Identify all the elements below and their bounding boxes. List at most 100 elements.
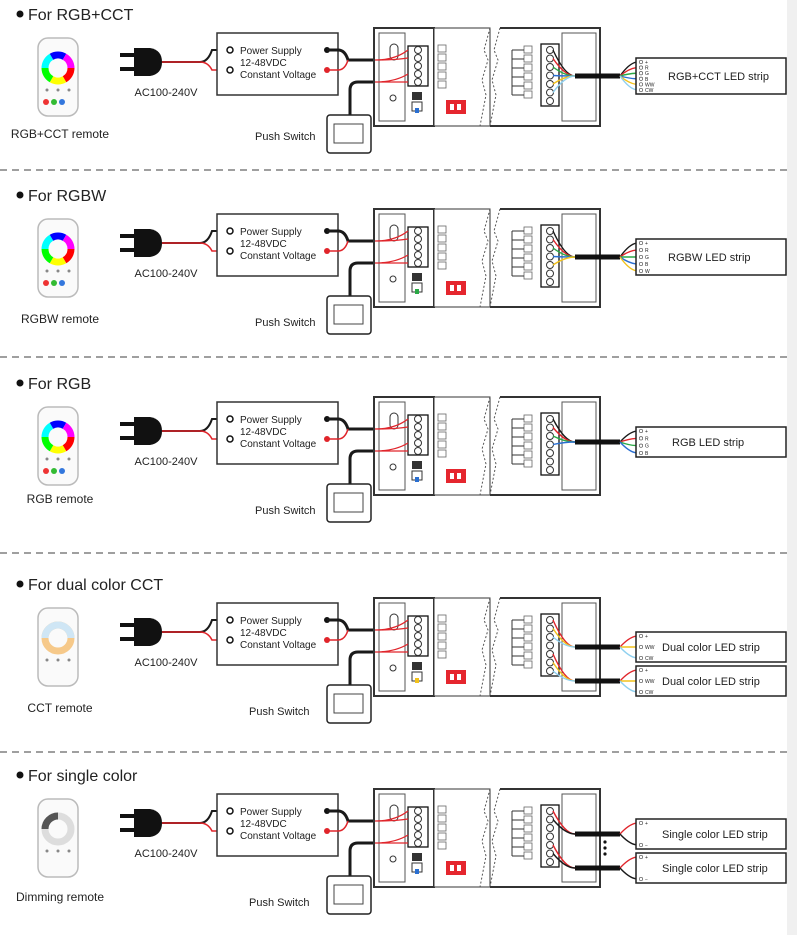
ps-terminal-icon <box>226 66 234 74</box>
strip-pin-label: + <box>645 634 648 640</box>
section-title: For RGB <box>28 376 91 393</box>
strip-label: Dual color LED strip <box>662 676 760 688</box>
power-supply-text: Constant Voltage <box>240 439 317 450</box>
bullet-icon <box>16 771 24 779</box>
power-supply-text: 12-48VDC <box>240 58 287 69</box>
power-supply-text: 12-48VDC <box>240 819 287 830</box>
controller-output-side <box>489 396 601 496</box>
ps-terminal-icon <box>226 247 234 255</box>
ps-terminal-icon <box>226 636 234 644</box>
ac-wire-n <box>162 631 228 641</box>
switch-wire <box>348 650 375 687</box>
strip-pin-label: + <box>645 60 648 66</box>
bullet-icon <box>16 10 24 18</box>
strip-pin-label: + <box>645 241 648 247</box>
section-title: For RGB+CCT <box>28 7 134 24</box>
push-switch-label: Push Switch <box>255 131 316 143</box>
ac-wire-n <box>162 430 228 440</box>
dc-wire <box>327 48 375 62</box>
power-supply-box <box>216 213 339 277</box>
remote-icon <box>37 37 79 117</box>
switch-wire <box>348 449 375 486</box>
section-title: For dual color CCT <box>28 577 163 594</box>
dc-wire <box>327 428 349 440</box>
controller-output-side <box>489 788 601 888</box>
strip-pin-label: B <box>645 77 649 83</box>
dip-switch-icon <box>446 670 466 684</box>
plug-icon <box>120 417 162 445</box>
power-supply-text: Power Supply <box>240 616 302 627</box>
power-supply-text: Power Supply <box>240 807 302 818</box>
ps-terminal-icon <box>226 827 234 835</box>
ac-label: AC100-240V <box>135 657 199 669</box>
controller-input-side <box>373 788 491 888</box>
strip-pin-label: R <box>645 66 649 72</box>
remote-label: RGB remote <box>27 492 94 506</box>
more-strips-dots <box>603 852 607 856</box>
power-supply-box <box>216 602 339 666</box>
controller-input-side <box>373 27 491 127</box>
ac-wire-n <box>162 242 228 252</box>
strip-pin-label: + <box>645 429 648 435</box>
ps-terminal-icon <box>226 435 234 443</box>
remote-icon <box>37 798 79 878</box>
dc-wire <box>327 820 349 832</box>
power-supply-box <box>216 401 339 465</box>
dc-wire <box>327 618 375 632</box>
dc-wire <box>327 229 375 243</box>
power-supply-text: 12-48VDC <box>240 427 287 438</box>
ps-terminal-icon <box>226 415 234 423</box>
strip-pin-label: + <box>645 668 648 674</box>
strip-pin-label: WW <box>645 82 655 88</box>
ac-wire-n <box>162 61 228 71</box>
plug-icon <box>120 618 162 646</box>
bullet-icon <box>16 580 24 588</box>
power-supply-text: Constant Voltage <box>240 251 317 262</box>
strip-label: RGBW LED strip <box>668 252 751 264</box>
section-3: For dual color CCT CCT remote AC100-240V Po… <box>16 577 787 724</box>
power-supply-text: 12-48VDC <box>240 239 287 250</box>
controller-input-side <box>373 396 491 496</box>
bullet-icon <box>16 191 24 199</box>
plug-icon <box>120 229 162 257</box>
power-supply-text: Power Supply <box>240 227 302 238</box>
ps-terminal-icon <box>226 616 234 624</box>
ps-terminal-icon <box>226 227 234 235</box>
push-switch-label: Push Switch <box>249 897 310 909</box>
dip-switch-icon <box>446 100 466 114</box>
dip-switch-icon <box>446 861 466 875</box>
ac-label: AC100-240V <box>135 848 199 860</box>
page-edge <box>787 0 797 935</box>
push-switch-label: Push Switch <box>249 706 310 718</box>
power-supply-text: 12-48VDC <box>240 628 287 639</box>
power-supply-text: Power Supply <box>240 46 302 57</box>
power-supply-text: Constant Voltage <box>240 640 317 651</box>
dc-wire <box>327 417 375 431</box>
remote-label: CCT remote <box>27 701 92 715</box>
plug-icon <box>120 809 162 837</box>
strip-pin-label: W <box>645 269 650 275</box>
plug-icon <box>120 48 162 76</box>
dc-wire <box>327 240 349 252</box>
push-switch-label: Push Switch <box>255 505 316 517</box>
strip-label: Single color LED strip <box>662 863 768 875</box>
power-supply-text: Constant Voltage <box>240 831 317 842</box>
power-supply-text: Constant Voltage <box>240 70 317 81</box>
power-supply-box <box>216 793 339 857</box>
strip-pin-label: − <box>645 877 648 883</box>
remote-icon <box>37 406 79 486</box>
power-supply-box <box>216 32 339 96</box>
ac-label: AC100-240V <box>135 268 199 280</box>
push-switch-label: Push Switch <box>255 317 316 329</box>
bullet-icon <box>16 379 24 387</box>
ac-label: AC100-240V <box>135 87 199 99</box>
strip-pin-label: G <box>645 444 649 450</box>
strip-label: Single color LED strip <box>662 829 768 841</box>
